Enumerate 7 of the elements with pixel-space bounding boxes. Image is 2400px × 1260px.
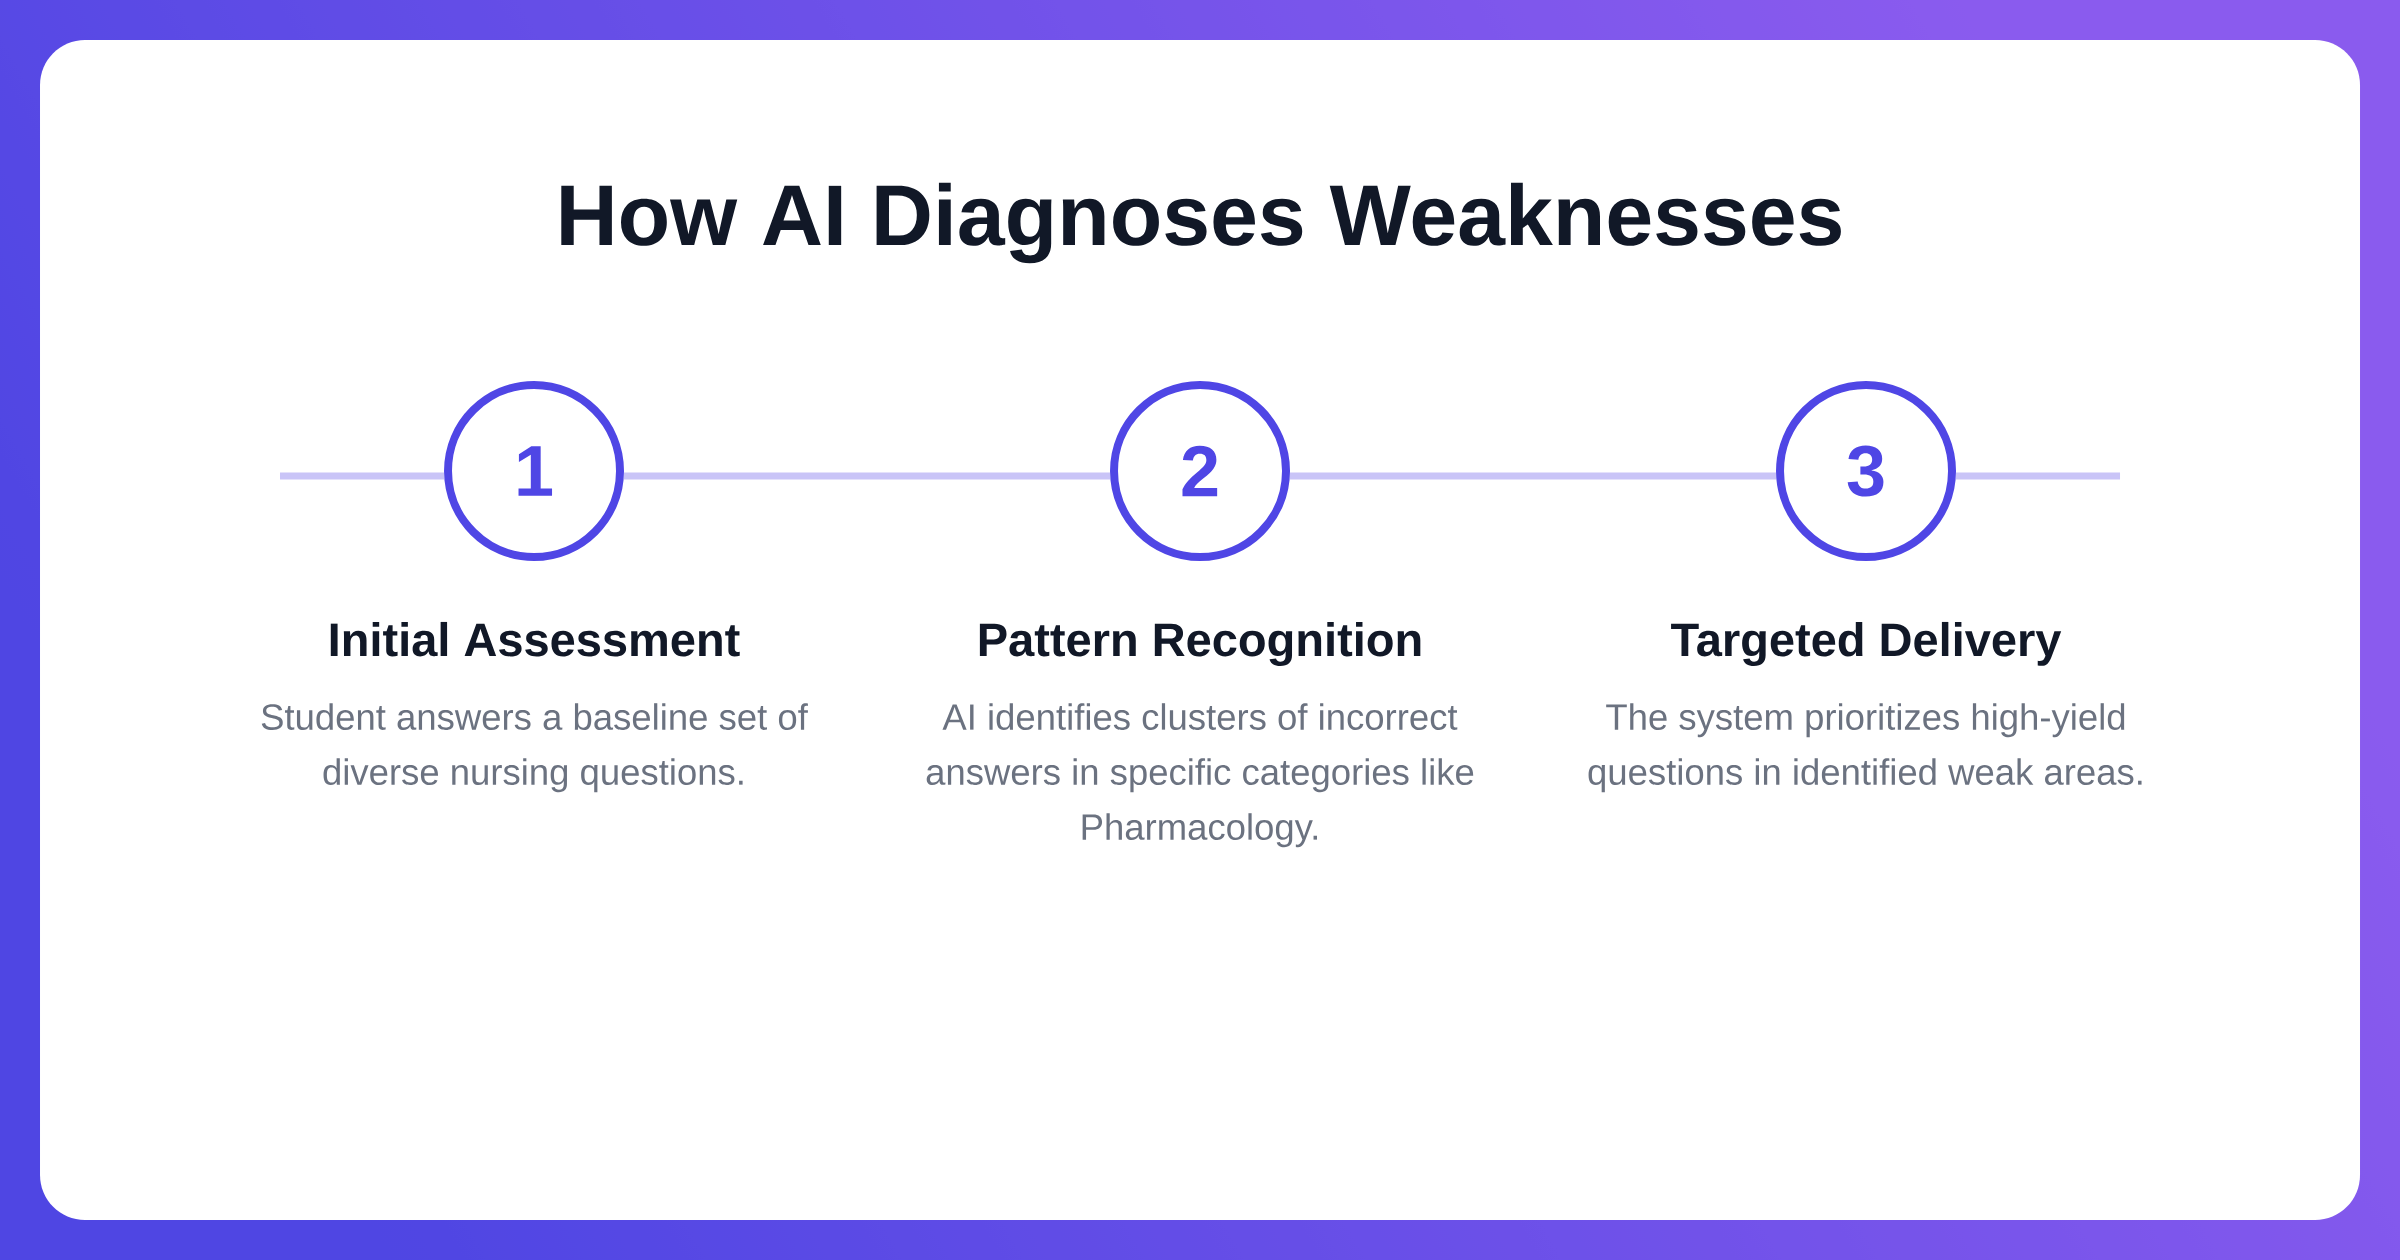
step-heading: Pattern Recognition [979, 621, 1421, 666]
title: How AI Diagnoses Weaknesses [561, 182, 1841, 264]
step-description: The system prioritizes high-yield questions in identified weak areas. [1588, 703, 2142, 793]
step-description: Student answers a baseline set of diverse nursing questions. [261, 703, 808, 793]
step-heading: Initial Assessment [330, 621, 740, 657]
step-heading: Targeted Delivery [1671, 621, 2062, 666]
step-description: AI identifies clusters of incorrect answers in specific categories like Pharmacology. [926, 703, 1474, 848]
